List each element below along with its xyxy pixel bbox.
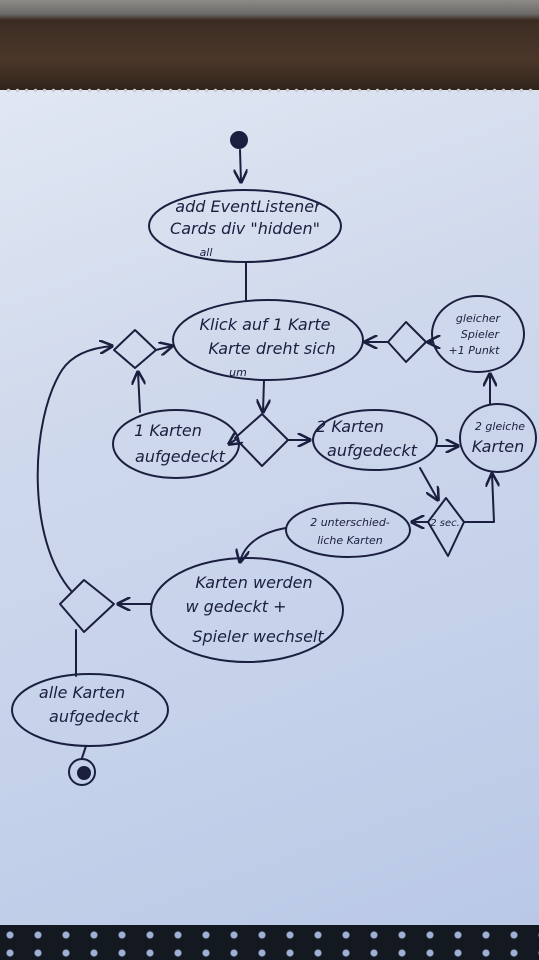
end-node-inner [77,766,91,780]
edge-click-decision [263,379,264,412]
node-init-line3: all [200,246,213,259]
node-one-card-line2: aufgedeckt [135,447,226,466]
edge-2sec-twoequal [463,474,494,523]
merge-diamond-right [387,321,427,363]
node-two-cards-line2: aufgedeckt [327,441,418,460]
spiral-binding-holes [4,86,534,96]
node-equal-player-line1: gleicher [456,312,502,325]
end-node-outer [68,758,96,786]
node-two-different-line2: liche Karten [317,534,383,547]
node-two-equal-line1: 2 gleiche [475,420,525,433]
node-flip-back [150,557,344,663]
desk-background [0,0,539,92]
node-init-line1: add EventListener [175,197,322,216]
node-click [172,299,364,381]
decision-diamond-bottom [59,579,115,633]
node-one-card-line1: 1 Karten [134,421,202,440]
node-two-different [285,502,411,558]
node-flip-back-line3: Spieler wechselt [192,627,324,646]
node-equal-player-line3: +1 Punkt [449,344,501,357]
node-equal-player-line2: Spieler [461,328,501,341]
node-all-done [11,673,169,747]
edge-start-init [240,149,241,182]
start-node [230,131,248,149]
notebook-paper [0,90,539,930]
node-flip-back-line2: w gedeckt + [186,597,287,616]
node-equal-player [431,295,525,373]
decision-2sec-label: 2 sec. [430,518,460,529]
edge-onecard-merge [138,372,140,413]
node-two-equal [459,403,537,473]
edge-merge-click [155,346,172,350]
decision-diamond-center [234,413,289,467]
node-flip-back-line1: Karten werden [195,573,312,592]
node-click-line1: Klick auf 1 Karte [200,315,331,334]
node-all-done-line1: alle Karten [39,683,125,702]
node-all-done-line2: aufgedeckt [49,707,140,726]
edge-alldone-end [81,745,87,759]
node-two-cards-line1: 2 Karten [316,417,384,436]
node-two-cards [312,409,438,471]
edge-twocards-2sec [419,467,438,500]
merge-diamond-left [113,329,157,369]
node-click-line2: Karte dreht sich [208,339,335,358]
tablecloth [0,925,539,960]
edge-decision-onecard [229,440,235,444]
node-two-different-line1: 2 unterschied- [310,516,390,529]
node-click-line3: um [229,366,247,379]
node-two-equal-line2: Karten [472,437,525,456]
edge-loop-back [36,346,112,593]
node-one-card [112,409,240,479]
node-init-line2: Cards div "hidden" [170,219,320,238]
edge-twodiff-flipback [240,527,287,562]
